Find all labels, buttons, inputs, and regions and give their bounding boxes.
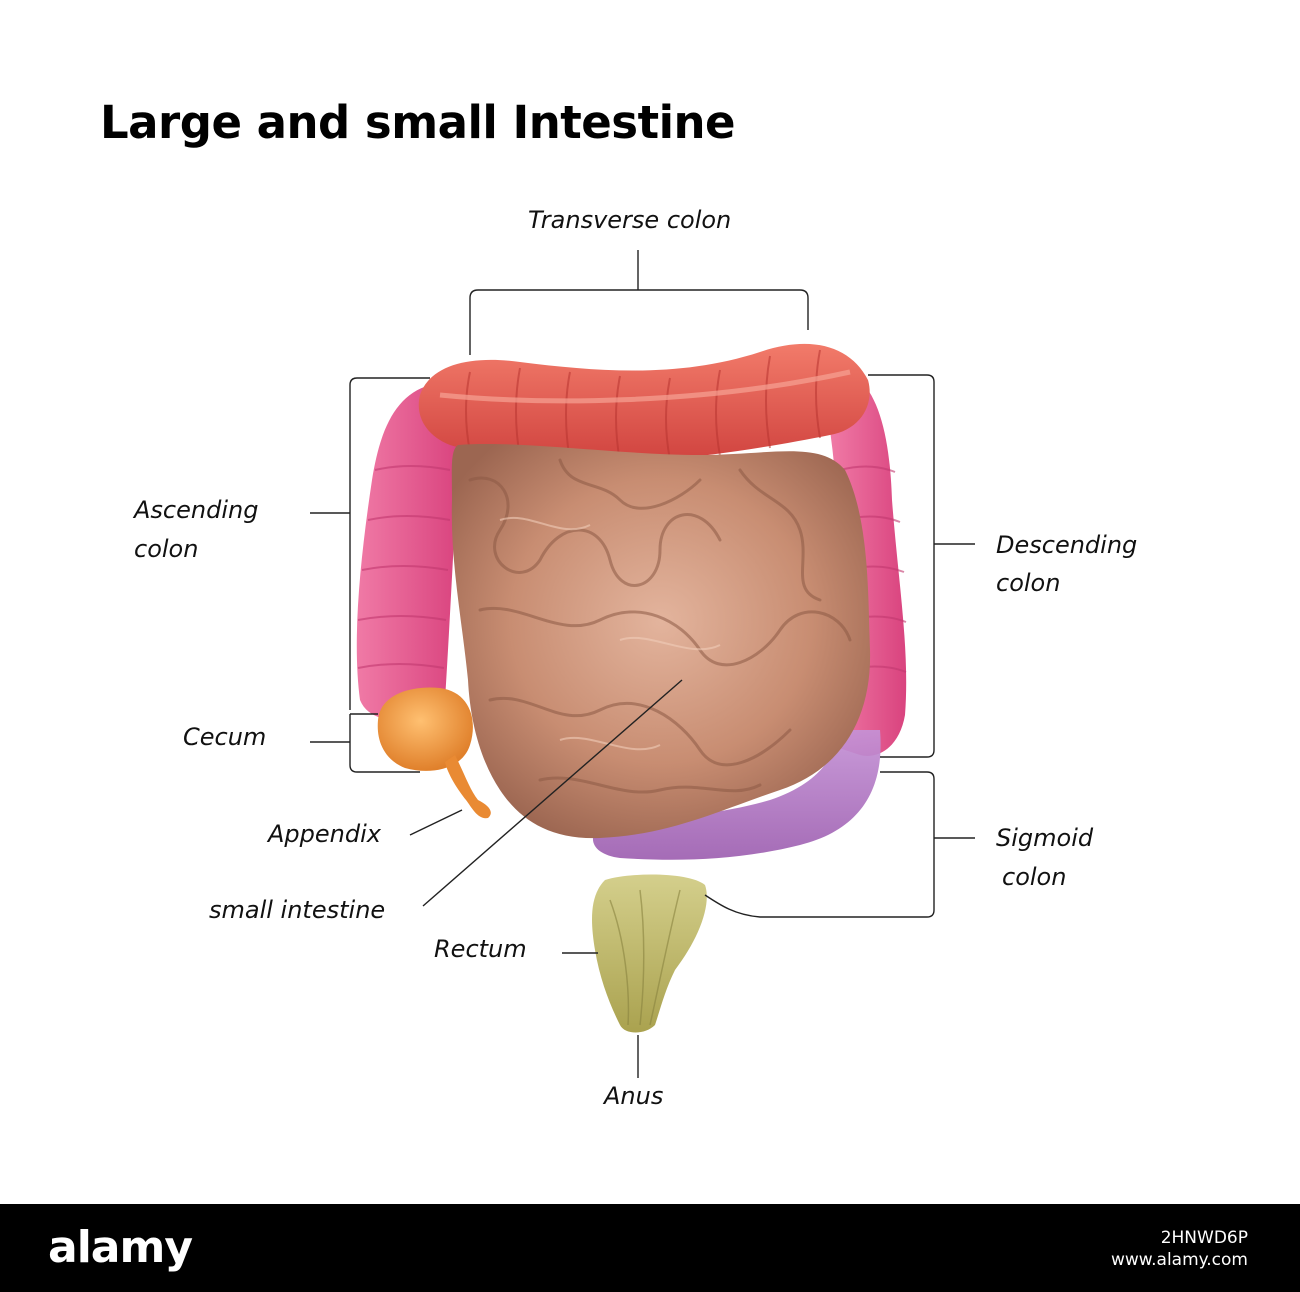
ascending-colon-shape [356,385,460,720]
label-sigmoid-colon-line1: Sigmoid [996,824,1094,852]
rectum-shape [592,874,707,1033]
label-ascending-colon-line1: Ascending [134,496,259,524]
diagram-title: Large and small Intestine [100,96,736,149]
label-descending-colon-line1: Descending [996,531,1138,559]
label-descending-colon-line2: colon [996,569,1061,597]
leader-lines [310,250,975,1078]
cecum-shape [377,687,491,819]
label-anus: Anus [604,1082,664,1110]
alamy-logo: alamy [48,1222,193,1273]
image-id: 2HNWD6P [1160,1228,1248,1248]
transverse-colon-shape [418,343,870,463]
label-small-intestine: small intestine [209,896,386,924]
appendix-shape [445,755,491,819]
label-cecum: Cecum [183,723,267,751]
label-transverse-colon: Transverse colon [528,206,732,234]
small-intestine-shape [451,443,871,839]
label-rectum: Rectum [434,935,527,963]
label-appendix: Appendix [268,820,381,848]
watermark-footer [0,1204,1300,1292]
label-sigmoid-colon-line2: colon [1002,863,1067,891]
site-url: www.alamy.com [1110,1250,1248,1270]
label-ascending-colon-line2: colon [134,535,199,563]
